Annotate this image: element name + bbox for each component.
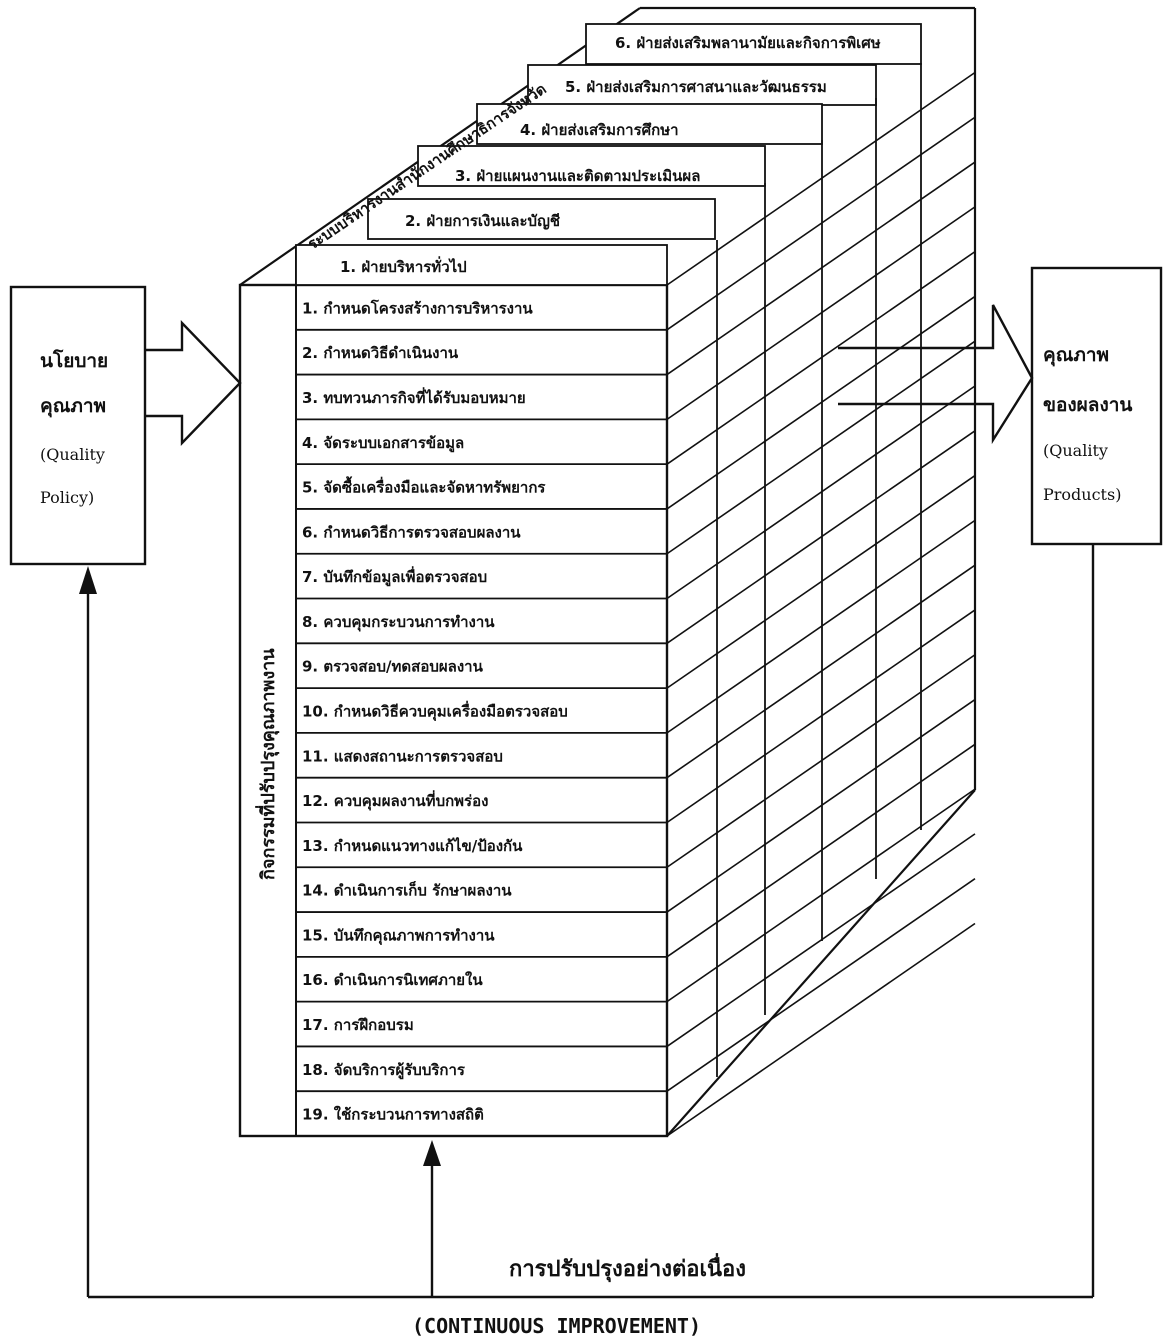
products-en-line1: (Quality	[1043, 441, 1108, 460]
side-hatch-line	[666, 564, 976, 779]
activity-item: 18. จัดบริการผู้รับบริการ	[302, 1061, 466, 1080]
activity-item: 19. ใช้กระบวนการทางสถิติ	[302, 1106, 484, 1124]
policy-en-line1: (Quality	[40, 445, 105, 464]
side-hatch-line	[666, 609, 976, 824]
department-box	[417, 145, 766, 187]
department-box	[367, 198, 716, 240]
input-arrow	[145, 320, 242, 446]
side-hatch-line	[666, 71, 976, 286]
department-layer: 6. ฝ่ายส่งเสริมพลานามัยและกิจการพิเศษ 5. …	[295, 23, 922, 286]
continuous-improvement-english: (CONTINUOUS IMPROVEMENT)	[412, 1314, 701, 1338]
side-hatch-line	[666, 788, 976, 1003]
side-hatch-line	[666, 161, 976, 376]
side-hatch-line	[666, 474, 976, 689]
activity-item: 15. บันทึกคุณภาพการทำงาน	[302, 926, 495, 945]
department-box	[295, 244, 668, 286]
department-label: 5. ฝ่ายส่งเสริมการศาสนาและวัฒนธรรม	[565, 78, 827, 96]
activity-item: 9. ตรวจสอบ/ทดสอบผลงาน	[302, 658, 484, 676]
activity-item: 2. กำหนดวิธีดำเนินงาน	[302, 344, 459, 362]
department-label: 2. ฝ่ายการเงินและบัญชี	[405, 212, 560, 230]
side-hatch-line	[666, 519, 976, 734]
side-hatch-line	[666, 922, 976, 1137]
quality-products-box: คุณภาพ ของผลงาน (Quality Products)	[1030, 266, 1163, 546]
feedback-arrowhead-left	[79, 566, 97, 594]
products-en-line2: Products)	[1043, 485, 1121, 504]
cube-side-face	[666, 8, 977, 1137]
side-hatch-line	[666, 743, 976, 958]
side-hatch-line	[666, 116, 976, 331]
activity-item: 14. ดำเนินการเก็บ รักษาผลงาน	[302, 881, 512, 900]
side-hatch-line	[666, 295, 976, 510]
side-hatch-line	[666, 250, 976, 465]
activity-item: 5. จัดซื้อเครื่องมือและจัดหาทรัพยากร	[302, 476, 546, 497]
activity-item: 8. ควบคุมกระบวนการทำงาน	[302, 613, 495, 632]
activity-item: 1. กำหนดโครงสร้างการบริหารงาน	[302, 298, 533, 317]
products-title-line2: ของผลงาน	[1043, 394, 1132, 416]
activity-item: 7. บันทึกข้อมูลเพื่อตรวจสอบ	[302, 566, 487, 587]
side-hatch-line	[666, 340, 976, 555]
side-hatch-line	[666, 698, 976, 913]
activity-item: 12. ควบคุมผลงานที่บกพร่อง	[302, 790, 488, 811]
policy-title-line2: คุณภาพ	[40, 395, 106, 418]
department-label: 6. ฝ่ายส่งเสริมพลานามัยและกิจการพิเศษ	[615, 34, 881, 52]
side-hatch-line	[666, 206, 976, 421]
department-label: 1. ฝ่ายบริหารทั่วไป	[340, 256, 467, 276]
department-label: 4. ฝ่ายส่งเสริมการศึกษา	[520, 121, 679, 139]
cube-bottom-edge	[666, 789, 976, 1137]
products-title-line1: คุณภาพ	[1043, 344, 1109, 367]
department-box	[476, 103, 823, 145]
department-box	[527, 64, 877, 106]
department-box	[585, 23, 922, 65]
activity-item: 10. กำหนดวิธีควบคุมเครื่องมือตรวจสอบ	[302, 701, 568, 722]
activity-item: 4. จัดระบบเอกสารข้อมูล	[302, 434, 464, 453]
activity-item: 3. ทบทวนภารกิจที่ได้รับมอบหมาย	[302, 387, 526, 407]
activity-item: 13. กำหนดแนวทางแก้ไข/ป้องกัน	[302, 836, 523, 855]
activity-item: 16. ดำเนินการนิเทศภายใน	[302, 971, 483, 989]
side-hatch-line	[666, 430, 976, 644]
policy-en-line2: Policy)	[40, 488, 94, 507]
side-hatch-line	[666, 878, 976, 1092]
side-hatch-line	[666, 654, 976, 868]
activity-item: 17. การฝึกอบรม	[302, 1016, 414, 1034]
side-hatch-line	[666, 833, 976, 1048]
side-hatch-line	[666, 385, 976, 600]
activity-item: 6. กำหนดวิธีการตรวจสอบผลงาน	[302, 523, 521, 541]
feedback-loop	[79, 544, 1095, 1299]
continuous-improvement-thai: การปรับปรุงอย่างต่อเนื่อง	[509, 1252, 746, 1283]
quality-policy-box: นโยบาย คุณภาพ (Quality Policy)	[9, 285, 147, 566]
output-arrow	[838, 304, 1034, 445]
policy-title-line1: นโยบาย	[40, 349, 108, 372]
activity-item: 11. แสดงสถานะการตรวจสอบ	[302, 747, 503, 765]
activity-list: 1. กำหนดโครงสร้างการบริหารงาน 2. กำหนดวิธ…	[296, 298, 667, 1124]
department-label: 3. ฝ่ายแผนงานและติดตามประเมินผล	[455, 167, 700, 185]
feedback-arrowhead-center	[423, 1140, 441, 1166]
improvement-activities-title: กิจกรรมที่ปรับปรุงคุณภาพงาน	[255, 648, 280, 880]
